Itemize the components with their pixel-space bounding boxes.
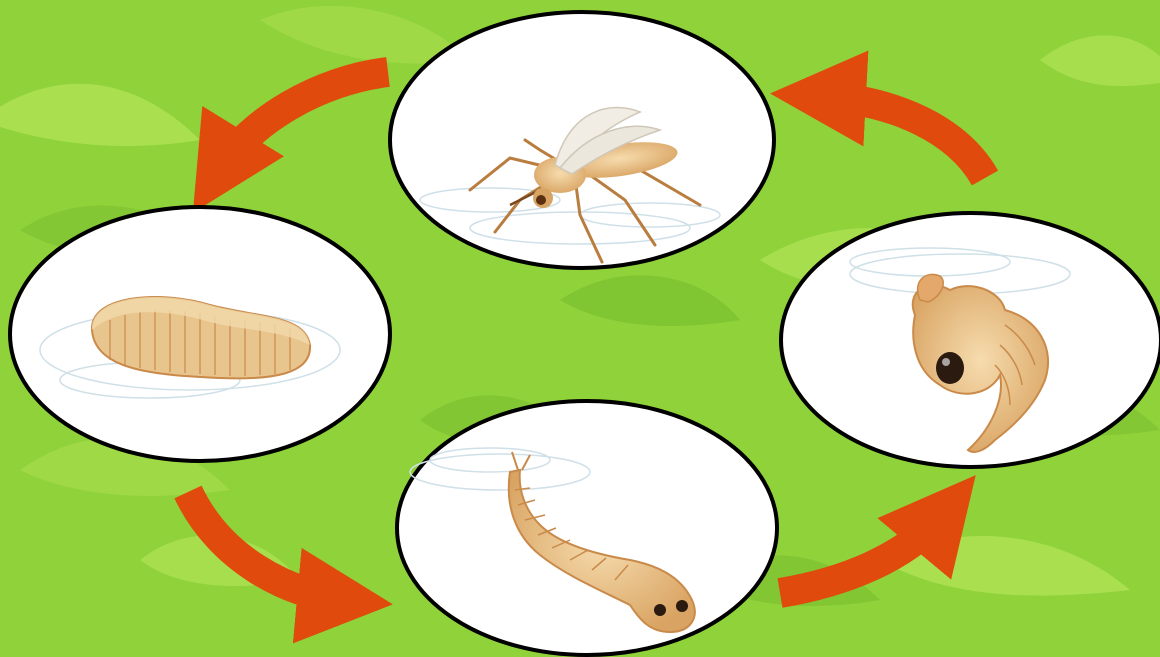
stage-node-adult bbox=[390, 12, 774, 268]
stage-node-larva bbox=[397, 401, 777, 655]
stage-node-pupa bbox=[781, 213, 1160, 467]
stage-node-egg bbox=[10, 207, 390, 461]
